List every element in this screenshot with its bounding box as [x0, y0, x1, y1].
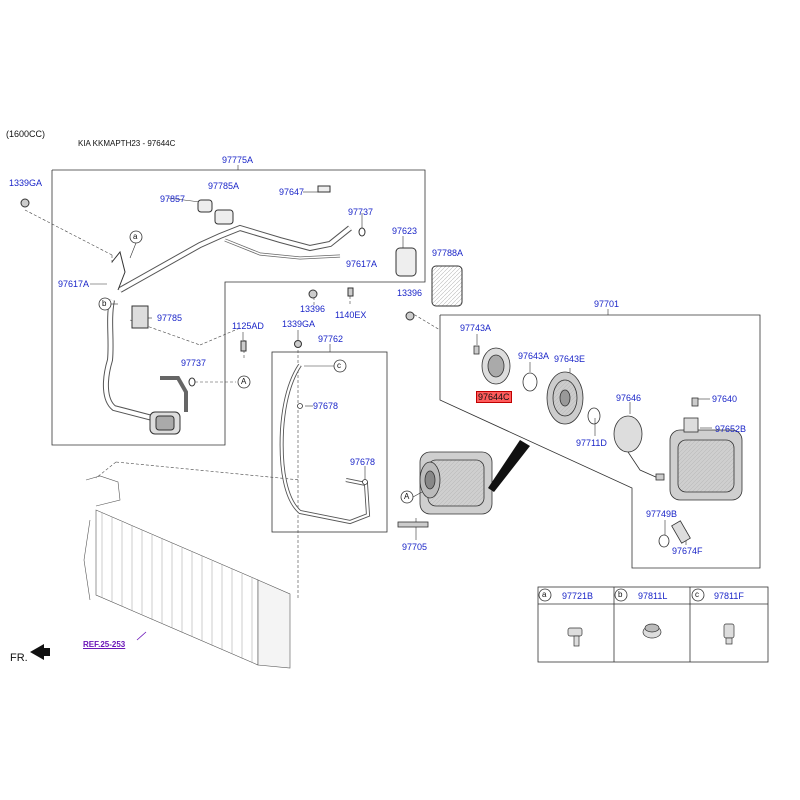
- part-label-97705[interactable]: 97705: [402, 542, 428, 552]
- legend-part-97721B[interactable]: 97721B: [562, 591, 594, 601]
- part-label-97647[interactable]: 97647: [279, 187, 305, 197]
- part-label-97623[interactable]: 97623: [392, 226, 418, 236]
- discharge-hose: [279, 363, 371, 525]
- legend-part-97811L[interactable]: 97811L: [638, 591, 668, 601]
- part-label-97749B[interactable]: 97749B: [646, 509, 678, 519]
- ac-compressor: [397, 451, 493, 528]
- part-label-97640[interactable]: 97640: [712, 394, 738, 404]
- group-label-97775A[interactable]: 97775A: [222, 155, 254, 165]
- callout-b: b: [102, 299, 107, 308]
- part-label-97617A-right[interactable]: 97617A: [346, 259, 378, 269]
- group-box-97701: [439, 314, 761, 569]
- part-label-1339GA-mid[interactable]: 1339GA: [282, 319, 316, 329]
- part-label-97711D[interactable]: 97711D: [576, 438, 607, 448]
- breadcrumb: KIA KKMAPTH23 - 97644C: [78, 139, 176, 148]
- part-label-13396-right[interactable]: 13396: [397, 288, 423, 298]
- part-leaders: [90, 191, 712, 545]
- engine-spec: (1600CC): [6, 129, 46, 139]
- callout-a: a: [133, 232, 138, 241]
- part-label-97788A[interactable]: 97788A: [432, 248, 464, 258]
- leader-lines: [24, 209, 441, 600]
- part-label-97643A[interactable]: 97643A: [518, 351, 550, 361]
- part-label-1140EX[interactable]: 1140EX: [335, 310, 367, 320]
- part-label-97678-a[interactable]: 97678: [313, 401, 339, 411]
- part-label-97646[interactable]: 97646: [616, 393, 642, 403]
- part-label-97785[interactable]: 97785: [157, 313, 183, 323]
- legend-letter-c: c: [695, 590, 699, 599]
- group-box-97775A: [51, 169, 426, 446]
- legend-letter-a: a: [542, 590, 547, 599]
- part-label-97785A[interactable]: 97785A: [208, 181, 240, 191]
- group-label-97762[interactable]: 97762: [318, 334, 344, 344]
- front-arrow: [30, 644, 50, 660]
- part-label-97857[interactable]: 97857: [160, 194, 186, 204]
- clutch-components: [473, 345, 743, 548]
- part-label-97674F[interactable]: 97674F: [672, 546, 703, 556]
- callout-c: c: [337, 361, 341, 370]
- part-label-97652B[interactable]: 97652B: [715, 424, 747, 434]
- part-label-97678-b[interactable]: 97678: [350, 457, 376, 467]
- group-label-97701[interactable]: 97701: [594, 299, 620, 309]
- ac-hose-assembly: [20, 185, 463, 435]
- condenser: [83, 461, 291, 669]
- part-label-97643E[interactable]: 97643E: [554, 354, 586, 364]
- legend-part-97811F[interactable]: 97811F: [714, 591, 744, 601]
- part-label-1339GA-top[interactable]: 1339GA: [9, 178, 43, 188]
- callout-A-lower: A: [404, 492, 410, 501]
- legend-parts: [567, 623, 735, 647]
- group-box-97762: [271, 351, 388, 533]
- part-label-1125AD[interactable]: 1125AD: [232, 321, 264, 331]
- callout-circles: [98, 230, 414, 504]
- front-direction-label: FR.: [10, 652, 28, 664]
- part-label-97617A-left[interactable]: 97617A: [58, 279, 90, 289]
- part-label-97737-low[interactable]: 97737: [181, 358, 207, 368]
- part-label-97737-top[interactable]: 97737: [348, 207, 374, 217]
- part-label-97743A[interactable]: 97743A: [460, 323, 492, 333]
- legend-letter-b: b: [618, 590, 623, 599]
- detail-pointer: [488, 440, 530, 492]
- part-label-13396-mid[interactable]: 13396: [300, 304, 326, 314]
- legend-box: [537, 586, 769, 663]
- reference-link[interactable]: REF.25-253: [83, 640, 126, 649]
- part-label-97644C-selected[interactable]: 97644C: [476, 391, 512, 403]
- callout-A-upper: A: [241, 377, 247, 386]
